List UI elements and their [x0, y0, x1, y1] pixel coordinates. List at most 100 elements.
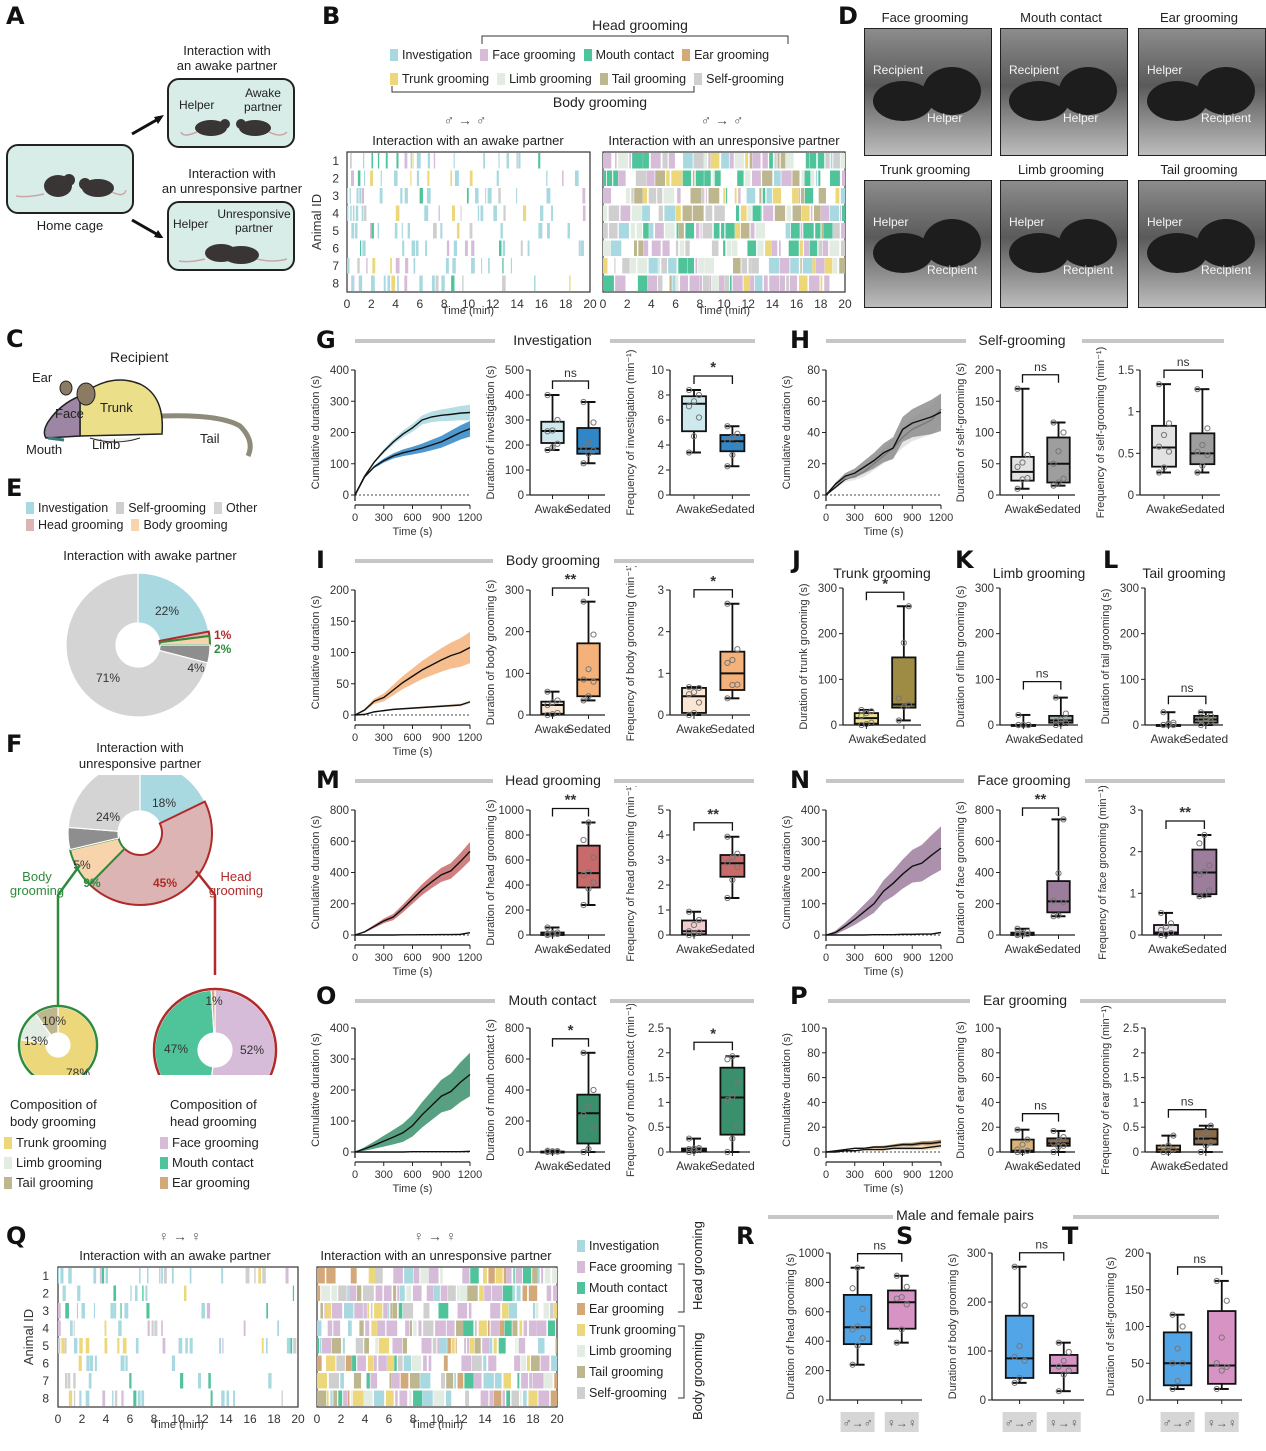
ethogram-bout — [151, 1320, 154, 1336]
ethogram-bout — [446, 1320, 455, 1336]
tick-label: 600 — [805, 1307, 824, 1319]
ethogram-bout — [333, 1390, 338, 1406]
ethogram-bout — [498, 153, 500, 169]
ethogram-bout — [774, 153, 777, 169]
tick-label: 0 — [343, 930, 349, 942]
tick-label: 0 — [1133, 720, 1139, 732]
data-point — [1024, 928, 1031, 935]
data-point — [1201, 868, 1208, 875]
ethogram-bout — [347, 205, 349, 221]
ethogram-bout — [517, 1338, 519, 1354]
ethogram-bout — [326, 1390, 329, 1406]
ethogram-bout — [391, 275, 396, 291]
data-point — [898, 1294, 905, 1301]
data-point — [1206, 887, 1213, 894]
ethogram-bout — [266, 1303, 269, 1319]
data-point — [549, 427, 556, 434]
data-point — [729, 1135, 736, 1142]
sex-symbol-left: ♂ → ♂ — [443, 112, 487, 128]
ethogram-bout — [492, 1285, 503, 1301]
significance-bracket — [1167, 1109, 1207, 1118]
series-band — [355, 420, 470, 495]
ethogram-bout — [367, 1303, 369, 1319]
tick-label: 0 — [343, 710, 349, 722]
category-badge — [1046, 1412, 1081, 1432]
tick-label: 300 — [967, 1248, 986, 1260]
ethogram-bout — [647, 275, 658, 291]
ethogram-bout — [349, 1285, 357, 1301]
ethogram-bout — [809, 275, 820, 291]
ethogram-bout — [428, 1268, 439, 1284]
ethogram-bout — [317, 1320, 322, 1336]
ethogram-bout — [502, 275, 506, 291]
data-point — [1218, 1367, 1225, 1374]
ethogram-bout — [532, 1303, 535, 1319]
tick-label: 900 — [903, 512, 921, 524]
ethogram-bout — [185, 1338, 188, 1354]
panel-label-r: R — [736, 1222, 755, 1250]
ethogram-bout — [603, 275, 614, 291]
ethogram-bout — [438, 1303, 449, 1319]
data-point — [729, 854, 736, 861]
legend-swatch — [577, 1387, 585, 1399]
ethogram-bout — [413, 1390, 423, 1406]
legend-item: Face grooming — [577, 1260, 672, 1274]
ethogram-bout — [405, 1320, 410, 1336]
tick-label: 60 — [981, 1073, 994, 1085]
ethogram-bout — [705, 188, 707, 204]
legend-label: Ear grooming — [589, 1302, 665, 1316]
ethogram-bout — [508, 1303, 518, 1319]
significance-bracket — [1021, 807, 1060, 816]
box — [1004, 1314, 1035, 1379]
ethogram-bout — [113, 1285, 117, 1301]
data-point — [1021, 1302, 1028, 1309]
ethogram-bout — [732, 275, 743, 291]
data-point — [1011, 1353, 1018, 1360]
tick-label: 12 — [486, 297, 500, 311]
category-label: Awake — [535, 942, 571, 956]
ethogram-bout — [81, 1303, 85, 1319]
tick-label: 1 — [658, 1097, 664, 1109]
data-point — [580, 1111, 587, 1118]
slice-label: 52% — [240, 1043, 264, 1057]
ethogram-bout — [397, 1355, 403, 1371]
data-point — [1179, 1323, 1186, 1330]
ethogram-bout — [104, 1320, 107, 1336]
ethogram-bout — [362, 240, 366, 256]
panel-label-p: P — [790, 982, 808, 1010]
ethogram-bout — [277, 1320, 280, 1336]
ethogram-bout — [208, 1373, 211, 1389]
category-label: ♀→♀ — [1049, 1416, 1079, 1430]
data-point — [854, 1323, 861, 1330]
ethogram-bout — [772, 188, 782, 204]
tick-label: 0 — [823, 952, 829, 964]
ethogram-bout — [462, 275, 464, 291]
ethogram-bout — [618, 153, 628, 169]
legend-label: Mouth contact — [172, 1155, 254, 1170]
ethogram-bout — [421, 1338, 432, 1354]
ethogram-bout — [618, 170, 626, 186]
ethogram-bout — [603, 170, 607, 186]
ethogram-bout — [754, 275, 763, 291]
tick-label: 100 — [967, 1346, 986, 1358]
ethogram-bout — [469, 1338, 475, 1354]
slice-label: 22% — [155, 604, 179, 618]
ethogram-bout — [489, 1390, 494, 1406]
data-point — [1165, 420, 1173, 427]
tick-label: 200 — [818, 629, 837, 641]
ethogram-bout — [516, 153, 518, 169]
ethogram-bout — [815, 170, 818, 186]
ethogram-bout — [73, 1373, 76, 1389]
head-bracket — [481, 35, 789, 44]
ethogram-bout — [377, 1320, 386, 1336]
ethogram-bout — [446, 240, 450, 256]
ethogram-bout — [219, 1338, 222, 1354]
ethogram-bout — [64, 1338, 67, 1354]
ethogram-bout — [513, 1268, 515, 1284]
legend-label: Trunk grooming — [16, 1135, 107, 1150]
tick-label: 40 — [981, 1097, 994, 1109]
tick-label: 0 — [814, 490, 820, 502]
